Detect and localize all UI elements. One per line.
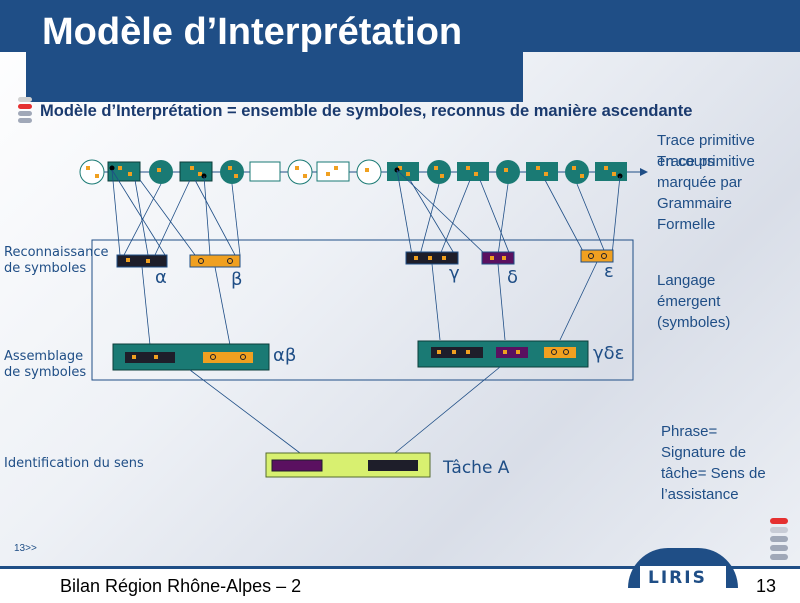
decor-bar-icon xyxy=(770,536,788,542)
trace-circle xyxy=(565,160,589,184)
symbol-epsilon-label: ε xyxy=(604,261,614,282)
page-number: 13 xyxy=(756,576,777,596)
symbol-delta-box xyxy=(481,251,515,265)
trace-rect xyxy=(179,161,213,182)
note-sentence: Phrase= Signature de tâche= Sens de l’as… xyxy=(661,423,766,503)
assembly-alpha-beta-label: αβ xyxy=(273,345,297,366)
bullet-icon xyxy=(18,104,32,109)
symbol-gamma-label: γ xyxy=(449,263,460,284)
assembly-gamma-delta-epsilon-label: γδε xyxy=(593,343,625,364)
label-recognition: Reconnaissance de symboles xyxy=(4,245,109,276)
liris-logo: LIRIS xyxy=(648,568,707,588)
trace-rect xyxy=(457,162,489,181)
label-assembly: Assemblage de symboles xyxy=(4,349,87,380)
symbol-alpha-box xyxy=(116,254,168,268)
trace-circle xyxy=(287,159,313,185)
symbol-beta-label: β xyxy=(231,269,243,290)
label-identification: Identification du sens xyxy=(4,456,144,471)
slide-link[interactable]: 13>> xyxy=(14,543,37,554)
note-language: Langage émergent (symboles) xyxy=(657,272,731,331)
symbol-region-box xyxy=(91,239,634,381)
symbol-alpha-label: α xyxy=(155,267,167,288)
trace-rect xyxy=(316,161,350,182)
slide-subtitle: Modèle d’Interprétation = ensemble de sy… xyxy=(40,102,693,120)
decor-bar-icon xyxy=(770,554,788,560)
assembly-to-task-lines xyxy=(189,366,501,454)
slide-title: Modèle d’Interprétation xyxy=(42,11,463,53)
trace-to-symbol-lines xyxy=(111,169,621,256)
trace-rect xyxy=(526,162,558,181)
trace-dots xyxy=(86,166,616,178)
trace-circle xyxy=(79,159,105,185)
decor-bar-icon xyxy=(770,527,788,533)
trace-arrow-icon xyxy=(640,168,648,176)
note-trace-marked: Trace primitive marquée par Grammaire Fo… xyxy=(657,153,755,233)
title-box xyxy=(26,2,523,102)
decor-bar-icon xyxy=(770,518,788,524)
bullet-icon xyxy=(18,118,32,123)
bullet-icon xyxy=(18,97,32,102)
trace-rect xyxy=(595,162,627,181)
task-label: Tâche A xyxy=(443,458,510,478)
logo-plate xyxy=(640,566,726,590)
trace-rect xyxy=(249,161,281,182)
trace-rect xyxy=(387,162,419,181)
decor-bar-icon xyxy=(770,545,788,551)
symbol-to-assembly-lines xyxy=(141,261,598,346)
note-trace-running: Trace primitive en cours xyxy=(657,132,755,170)
trace-circle xyxy=(427,160,451,184)
symbol-delta-label: δ xyxy=(507,267,519,288)
footer-text: Bilan Région Rhône-Alpes – 2 xyxy=(60,576,302,596)
bullet-icon xyxy=(18,111,32,116)
trace-circle xyxy=(220,160,244,184)
